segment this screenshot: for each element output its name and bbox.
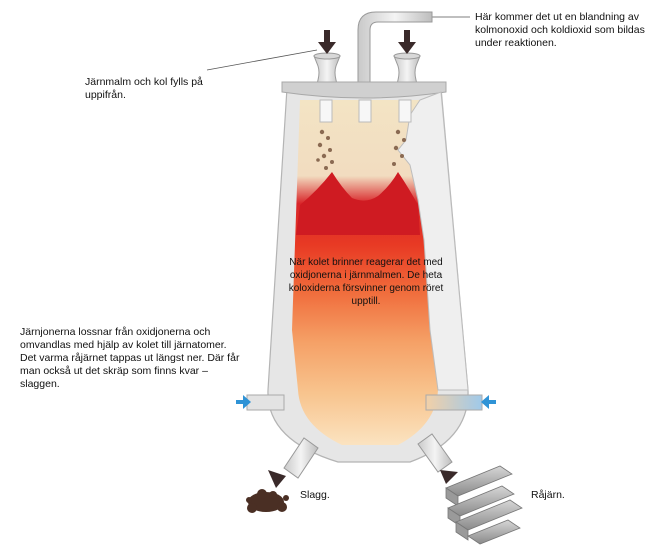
inner-stub-right [398, 99, 412, 123]
tuyere-left [246, 394, 285, 411]
shell-cutaway [397, 91, 469, 391]
fill-label: Järnmalm och kol fylls på uppifrån. [85, 76, 203, 101]
slag-pile [246, 489, 289, 513]
air-arrow-left [236, 395, 251, 409]
iron-tap-pipe [417, 433, 453, 473]
iron-arrow [440, 470, 458, 484]
feed-funnel-right [393, 52, 421, 89]
feed-arrow-left [318, 30, 336, 54]
iron-release-label: Järnjonerna lossnar från oxidjonerna och… [20, 326, 240, 390]
gas-outlet-pipe [357, 11, 433, 87]
slag-arrow [268, 470, 286, 488]
pig-iron-label: Råjärn. [531, 489, 565, 501]
air-arrow-right [481, 395, 496, 409]
fill-leader-line [206, 49, 318, 71]
burning-label: När kolet brinner reagerar det med oxidj… [288, 257, 444, 307]
falling-ore-left [316, 129, 334, 170]
slag-label: Slagg. [300, 489, 330, 501]
inner-stub-middle [358, 99, 372, 123]
inner-stub-left [319, 99, 333, 123]
falling-ore-right [392, 129, 406, 166]
furnace-lid [281, 81, 447, 99]
pig-iron-ingots [445, 465, 523, 545]
slag-tap-pipe [283, 437, 319, 479]
gas-outlet-label: Här kommer det ut en blandning av kolmon… [475, 11, 645, 49]
tuyere-right [425, 394, 483, 411]
ore-heap [296, 172, 420, 235]
feed-arrow-right [398, 30, 416, 54]
